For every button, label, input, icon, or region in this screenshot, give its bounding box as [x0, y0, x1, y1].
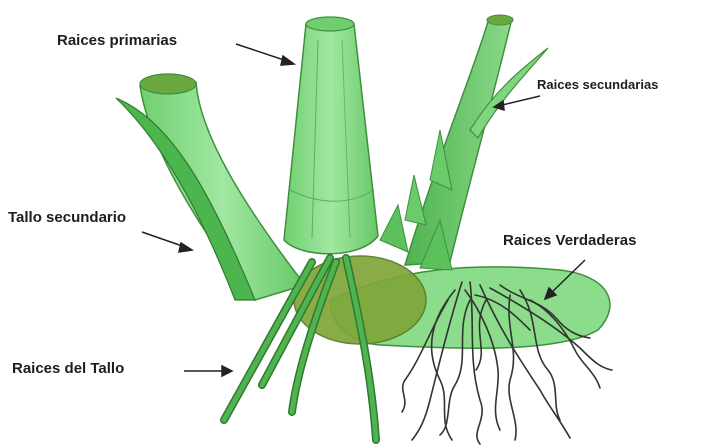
label-raices-secundarias: Raices secundarias — [537, 78, 658, 91]
label-tallo-secundario: Tallo secundario — [8, 210, 126, 225]
primary-stem — [284, 24, 378, 254]
primary-stem-cut — [306, 17, 354, 31]
label-raices-verdaderas: Raices Verdaderas — [503, 233, 636, 248]
label-raices-primarias: Raices primarias — [57, 33, 177, 48]
secondary-stem-cut — [140, 74, 196, 94]
secondary-shoot-cut — [487, 15, 513, 25]
label-raices-del-tallo: Raices del Tallo — [12, 361, 124, 376]
secondary-shoot — [405, 18, 512, 265]
